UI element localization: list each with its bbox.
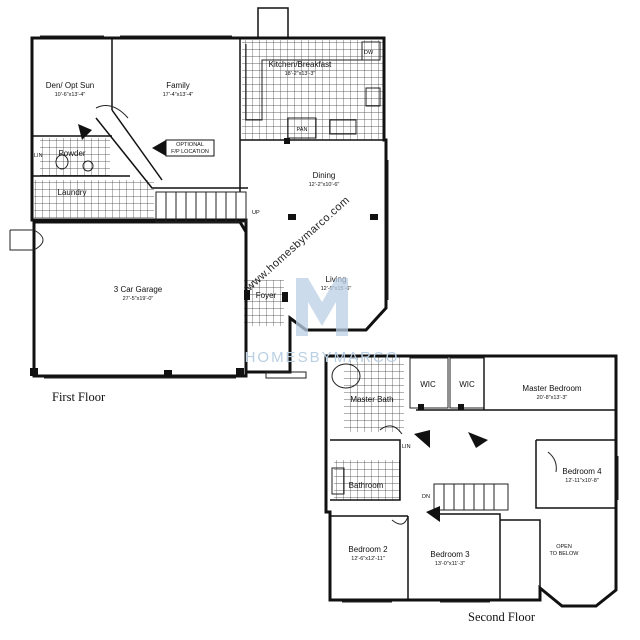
powder-tile-floor (40, 138, 110, 176)
powder-label: Powder (58, 149, 85, 158)
bathroom-tile-floor (334, 460, 400, 500)
laundry-label: Laundry (58, 188, 87, 197)
kitchen-dimensions: 18'-2"x13'-3" (285, 71, 316, 77)
wic2-walls (449, 357, 485, 409)
foyer-label: Foyer (256, 291, 277, 300)
stairs-up-label: UP (252, 210, 260, 216)
open-to-below-line2: TO BELOW (550, 551, 580, 557)
fireplace-icon (152, 140, 166, 156)
laundry-tile-floor (34, 180, 154, 218)
bedroom4-label: Bedroom 4 (562, 467, 602, 476)
second-floor-caption: Second Floor (468, 610, 536, 624)
bathroom-label: Bathroom (349, 481, 384, 490)
wic2-label: WIC (459, 380, 475, 389)
second-floor-exterior-walls (324, 354, 618, 608)
garage-dimensions: 27'-5"x19'-0" (123, 296, 154, 302)
watermark-brand: HOMESBYMARCO (245, 349, 400, 366)
stairs-down-label: DN (422, 494, 430, 500)
second-floor-linen-label: LIN (402, 444, 411, 450)
first-floor-linen-label: LIN (34, 153, 43, 159)
chimney (257, 7, 289, 39)
den-label: Den/ Opt Sun (46, 81, 94, 90)
dining-label: Dining (313, 171, 336, 180)
bedroom2-dimensions: 12'-6"x12'-11" (351, 556, 384, 562)
dishwasher-label: DW (364, 50, 374, 56)
bedroom3-label: Bedroom 3 (430, 550, 470, 559)
first-floor-caption: First Floor (52, 390, 106, 404)
second-floor-stairs (433, 483, 509, 511)
bedroom2-label: Bedroom 2 (348, 545, 388, 554)
master-bedroom-label: Master Bedroom (522, 384, 581, 393)
master-bath-tile-floor (344, 356, 404, 432)
garage-label: 3 Car Garage (114, 285, 163, 294)
wic1-walls (409, 357, 449, 409)
wic1-label: WIC (420, 380, 436, 389)
master-bedroom-dimensions: 20'-8"x13'-3" (537, 395, 568, 401)
bedroom4-dimensions: 12'-11"x10'-8" (565, 478, 598, 484)
fireplace-label-line2: F/P LOCATION (171, 149, 209, 155)
watermark-logo-icon (296, 278, 348, 336)
bedroom3-dimensions: 13'-0"x11'-3" (435, 561, 465, 567)
family-dimensions: 17'-4"x13'-4" (163, 92, 194, 98)
first-floor-stairs (155, 191, 247, 223)
master-bath-label: Master Bath (350, 395, 393, 404)
fireplace-label-line1: OPTIONAL (176, 142, 204, 148)
open-to-below-line1: OPEN (556, 544, 572, 550)
bathtub (331, 363, 361, 389)
family-label: Family (166, 81, 190, 90)
pantry-label: PAN (297, 127, 308, 133)
foyer-tile-floor (244, 280, 284, 326)
den-dimensions: 10'-6"x13'-4" (55, 92, 86, 98)
kitchen-label: Kitchen/Breakfast (269, 60, 332, 69)
kitchen-tile-floor (242, 40, 384, 140)
dining-dimensions: 12'-2"x10'-6" (309, 182, 340, 188)
second-floor-plan (324, 354, 619, 608)
